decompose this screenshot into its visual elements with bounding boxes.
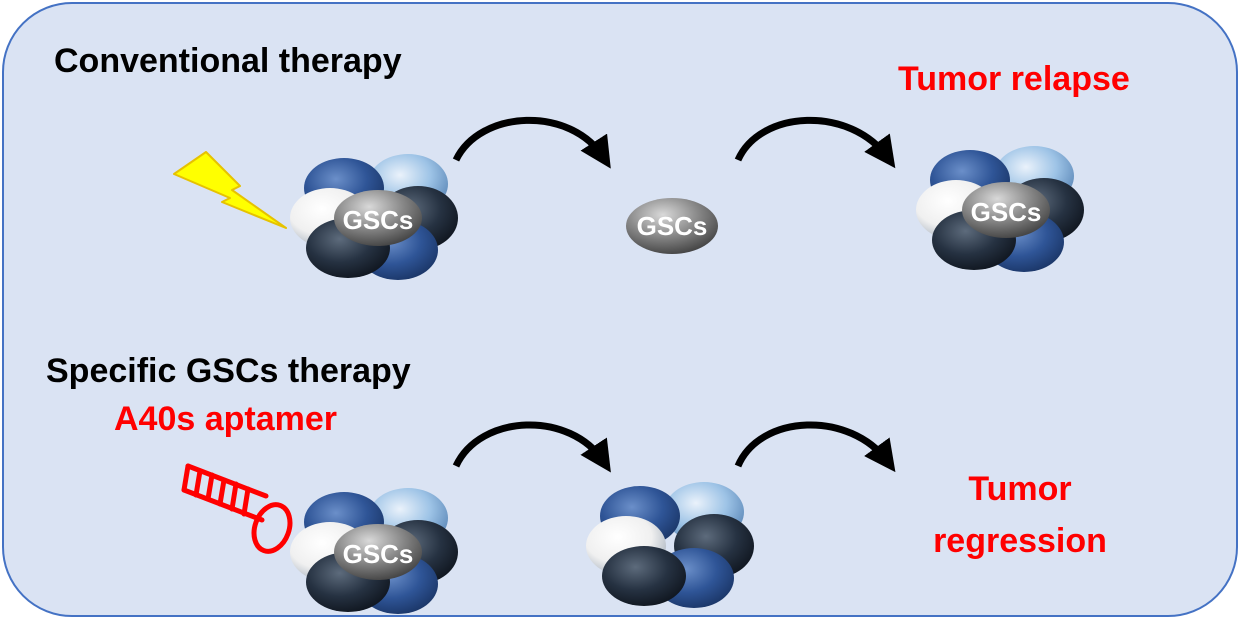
arrow-icon (452, 116, 611, 169)
gsc-cell-remaining (626, 198, 718, 254)
lightning-icon (173, 151, 287, 229)
arrow-icon (734, 116, 896, 169)
treatment-label: A40s aptamer (114, 400, 338, 438)
arrow-icon (452, 421, 611, 473)
gsc-label: GSCs (342, 539, 414, 569)
bottom-row-result-line2: regression (933, 522, 1107, 560)
cell-cluster-treated (290, 488, 458, 614)
gsc-cell (962, 182, 1050, 238)
bottom-row-title: Specific GSCs therapy (46, 352, 411, 390)
aptamer-icon (181, 463, 293, 554)
top-row-result: Tumor relapse (898, 60, 1130, 98)
gsc-label: GSCs (970, 197, 1042, 227)
gsc-label: GSCs (342, 205, 414, 235)
bottom-row-result-line1: Tumor (968, 470, 1072, 508)
top-row-title: Conventional therapy (54, 42, 402, 80)
cell-cluster-relapse (916, 146, 1084, 272)
gsc-label: GSCs (636, 211, 708, 241)
cell-cluster-regressed (586, 482, 754, 608)
arrow-icon (734, 421, 896, 473)
gsc-cell (334, 524, 422, 580)
gsc-cell (334, 190, 422, 246)
cell-cluster-initial (290, 154, 458, 280)
